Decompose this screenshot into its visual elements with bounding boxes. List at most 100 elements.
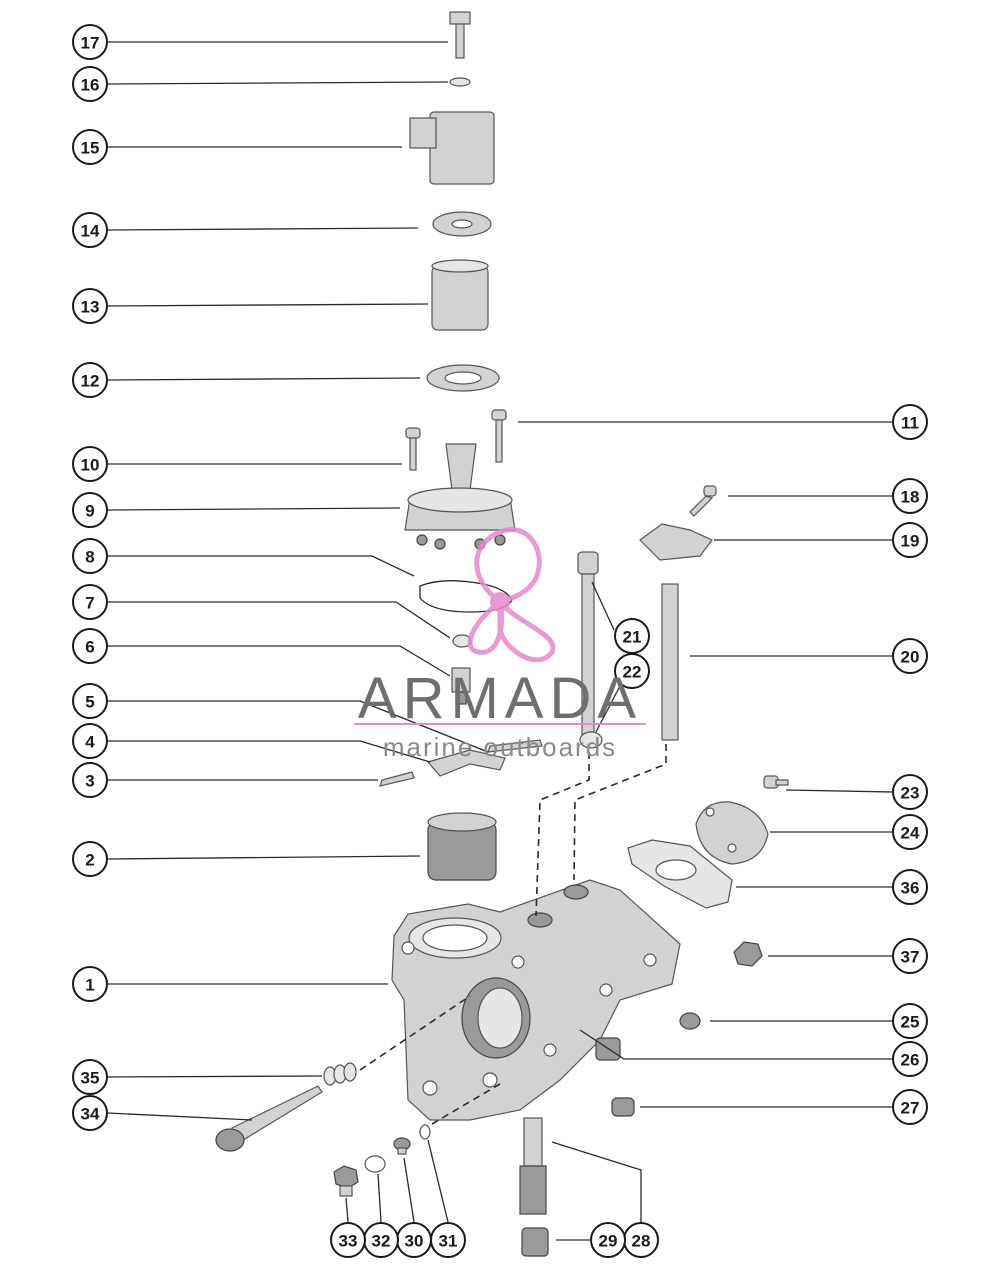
callout-label: 29 [599, 1232, 618, 1251]
callout-circle [590, 1222, 626, 1258]
part-17-bolt [449, 11, 471, 59]
callout-circle [72, 1095, 108, 1131]
callout-label: 5 [85, 693, 94, 712]
callout-circle [892, 1089, 928, 1125]
callout-label: 36 [901, 879, 920, 898]
leader-line-13 [107, 303, 429, 307]
callout-label: 21 [623, 628, 642, 647]
leader-line-12 [107, 377, 421, 381]
part-33-plug [333, 1165, 359, 1197]
callout-label: 9 [85, 502, 94, 521]
callout-circle [72, 362, 108, 398]
callout-circle [72, 212, 108, 248]
callout-27: 27 [892, 1089, 928, 1125]
part-15-cover [409, 111, 495, 185]
callout-4: 4 [72, 723, 108, 759]
callout-label: 4 [85, 733, 95, 752]
part-24-plate [695, 801, 769, 865]
callout-21: 21 [614, 618, 650, 654]
callout-25: 25 [892, 1003, 928, 1039]
callout-label: 6 [85, 638, 94, 657]
callout-label: 31 [439, 1232, 458, 1251]
callout-label: 23 [901, 784, 920, 803]
callout-label: 33 [339, 1232, 358, 1251]
callout-15: 15 [72, 129, 108, 165]
callout-circle [72, 288, 108, 324]
part-10-screw [405, 427, 421, 471]
callout-circle [72, 129, 108, 165]
callout-circle [892, 404, 928, 440]
callout-10: 10 [72, 446, 108, 482]
callout-circle [614, 653, 650, 689]
leader-line-35 [107, 1075, 323, 1078]
callout-37: 37 [892, 938, 928, 974]
part-27-plug [611, 1097, 635, 1117]
callout-label: 27 [901, 1099, 920, 1118]
leader-line-7 [108, 601, 451, 639]
part-13-filter [431, 259, 489, 331]
callout-5: 5 [72, 683, 108, 719]
callout-35: 35 [72, 1059, 108, 1095]
part-1-carburetor-body [391, 879, 681, 1121]
callout-16: 16 [72, 66, 108, 102]
callout-19: 19 [892, 522, 928, 558]
callout-label: 30 [405, 1232, 424, 1251]
propeller-blade [467, 597, 505, 655]
callout-label: 16 [81, 76, 100, 95]
callout-20: 20 [892, 638, 928, 674]
part-5-pin [487, 739, 543, 753]
propeller-hub [490, 592, 510, 612]
part-21-shaft [577, 551, 599, 735]
callout-circle [892, 814, 928, 850]
part-3-pin [379, 771, 415, 787]
part-28-jet-tube [519, 1117, 547, 1215]
callout-label: 22 [623, 663, 642, 682]
callout-23: 23 [892, 774, 928, 810]
callout-36: 36 [892, 869, 928, 905]
part-23-screw [763, 775, 789, 789]
callout-label: 14 [81, 222, 100, 241]
callout-1: 1 [72, 966, 108, 1002]
assembly-lines [359, 744, 667, 1125]
callout-label: 18 [901, 488, 920, 507]
callout-label: 25 [901, 1013, 920, 1032]
callout-circle [72, 538, 108, 574]
callout-circle [330, 1222, 366, 1258]
leader-line-28 [551, 1141, 642, 1222]
part-31-ring [419, 1124, 431, 1140]
part-37-nut [733, 941, 763, 967]
callout-label: 17 [81, 34, 100, 53]
callout-label: 32 [372, 1232, 391, 1251]
callout-34: 34 [72, 1095, 108, 1131]
leader-line-16 [107, 81, 449, 85]
leader-line-32 [377, 1173, 382, 1223]
callout-circle [72, 762, 108, 798]
callout-3: 3 [72, 762, 108, 798]
callout-32: 32 [363, 1222, 399, 1258]
callout-label: 20 [901, 648, 920, 667]
callout-18: 18 [892, 478, 928, 514]
callout-29: 29 [590, 1222, 626, 1258]
leader-line-26 [579, 1029, 892, 1060]
callout-label: 8 [85, 548, 94, 567]
callout-label: 2 [85, 851, 94, 870]
callout-layer: 1234567891011121314151617181920212223242… [72, 24, 928, 1258]
callout-2: 2 [72, 841, 108, 877]
callout-30: 30 [396, 1222, 432, 1258]
callout-label: 11 [901, 414, 919, 433]
propeller-logo [467, 527, 556, 663]
callout-label: 28 [632, 1232, 651, 1251]
propeller-blade [497, 595, 556, 663]
part-12-gasket [426, 364, 500, 392]
callout-24: 24 [892, 814, 928, 850]
callout-17: 17 [72, 24, 108, 60]
callout-circle [72, 1059, 108, 1095]
callout-circle [892, 938, 928, 974]
propeller-blade [474, 527, 542, 605]
leader-line-6 [108, 645, 451, 677]
callout-label: 12 [81, 372, 100, 391]
part-22-washer [579, 731, 603, 749]
callout-label: 15 [81, 139, 100, 158]
callout-circle [72, 584, 108, 620]
callout-circle [72, 24, 108, 60]
